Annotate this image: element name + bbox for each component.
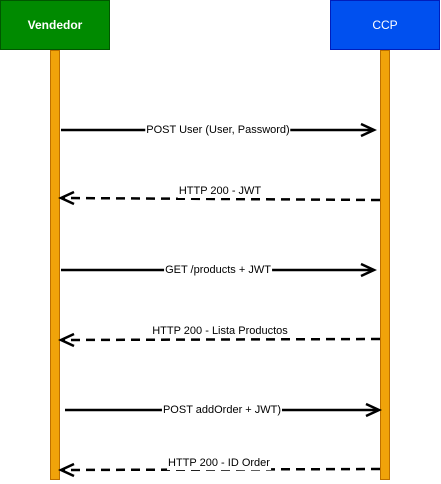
message-arrow-order-response: [58, 462, 381, 478]
lifeline-vendedor: [50, 50, 60, 480]
message-label-post-addorder: POST addOrder + JWT): [161, 404, 283, 417]
message-arrow-products-response: [58, 332, 381, 348]
actor-vendedor-label: Vendedor: [27, 18, 83, 32]
actor-vendedor: Vendedor: [0, 0, 110, 50]
message-label-get-products: GET /products + JWT: [164, 264, 272, 277]
message-label-post-user: POST User (User, Password): [145, 124, 291, 137]
message-label-order-response: HTTP 200 - ID Order: [167, 457, 271, 470]
lifeline-ccp: [380, 50, 390, 480]
message-label-jwt-response: HTTP 200 - JWT: [177, 185, 263, 198]
message-arrow-jwt-response: [58, 190, 381, 206]
actor-ccp-label: CCP: [372, 18, 398, 32]
actor-ccp: CCP: [330, 0, 440, 50]
message-label-products-response: HTTP 200 - Lista Productos: [151, 325, 289, 338]
